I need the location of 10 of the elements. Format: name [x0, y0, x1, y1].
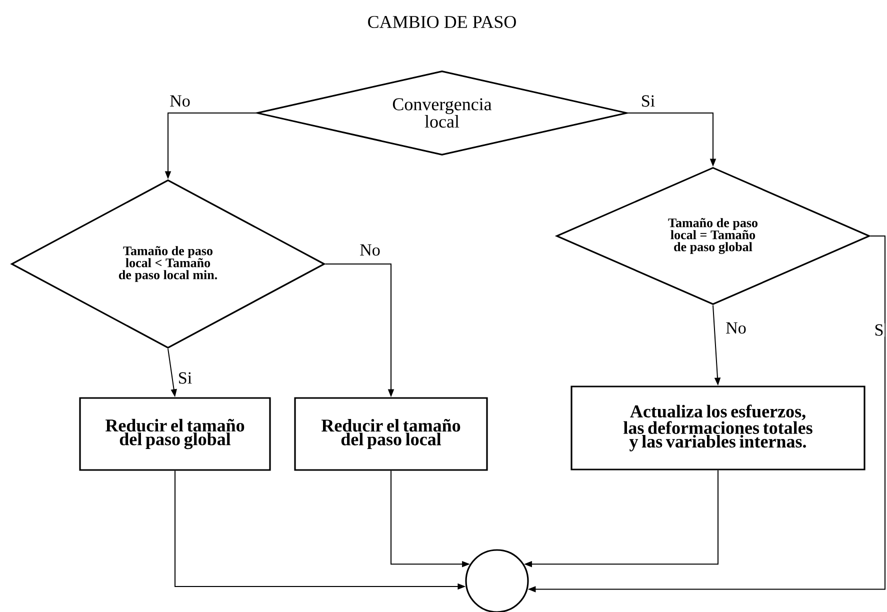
process-box: Reducir el tamaño del paso local [294, 397, 488, 471]
edge-label: No [358, 243, 382, 257]
process-box: Reducir el tamaño del paso global [79, 397, 271, 471]
title: CAMBIO DE PASO [368, 16, 516, 28]
edge-label: Si [640, 94, 656, 108]
edge-label: No [168, 94, 192, 108]
edge-label: S [873, 323, 885, 337]
edge-label: Si [176, 371, 194, 385]
process-box: Actualiza los esfuerzos, las deformaciones totales y las variables internas. [570, 386, 866, 470]
edge-label: No [724, 321, 748, 335]
